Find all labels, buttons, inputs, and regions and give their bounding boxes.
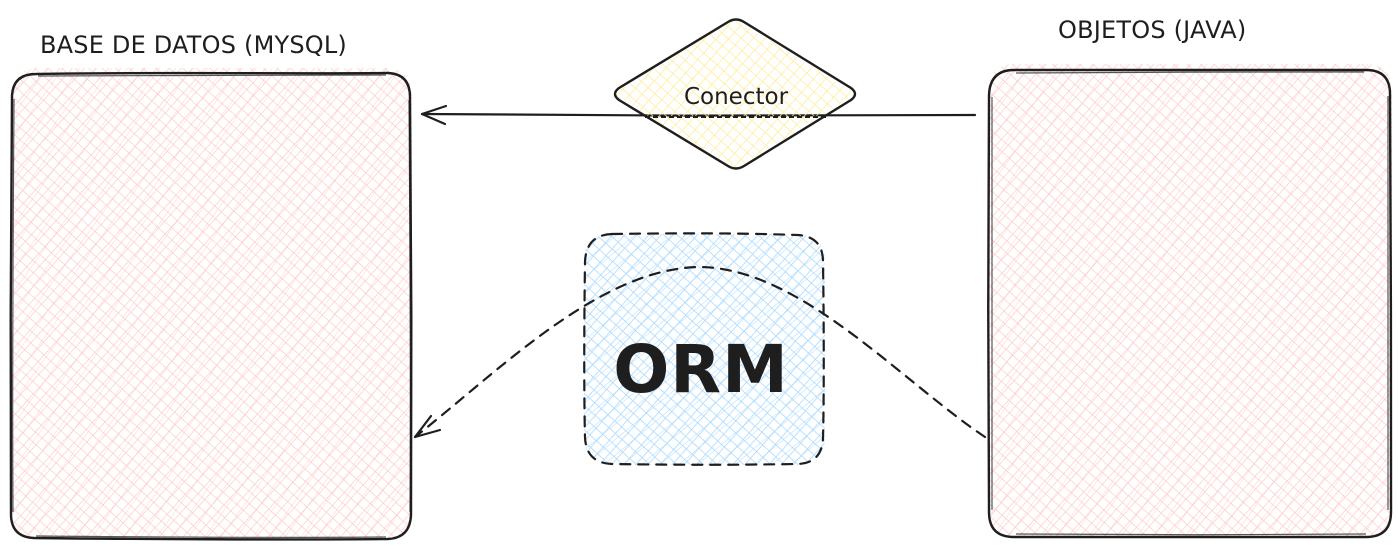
database-node[interactable]: BASE DE DATOS (MYSQL) [9,31,413,541]
connector-diamond-outline [613,18,857,170]
orm-edge-curve [413,265,987,439]
orm-arrowhead-icon [413,414,442,439]
orm-box-fill-overlay [584,234,825,465]
orm-node[interactable]: ORM [583,232,825,466]
orm-box-outline [583,232,825,466]
database-box-fill-overlay [12,68,412,539]
connector-arrowhead-icon [420,104,448,126]
connector-label: Conector [684,84,789,110]
objects-box-fill-overlay [988,64,1392,538]
connector-diamond-fill [613,18,856,170]
database-title: BASE DE DATOS (MYSQL) [40,31,347,59]
objects-box-outline [987,68,1393,539]
orm-edge[interactable] [413,265,987,439]
connector-node[interactable]: Conector [613,18,857,170]
objects-node[interactable]: OBJETOS (JAVA) [987,16,1393,539]
database-box-outline [9,71,413,541]
orm-label: ORM [613,331,789,408]
objects-title: OBJETOS (JAVA) [1058,16,1246,44]
database-box-sketch [11,74,412,539]
